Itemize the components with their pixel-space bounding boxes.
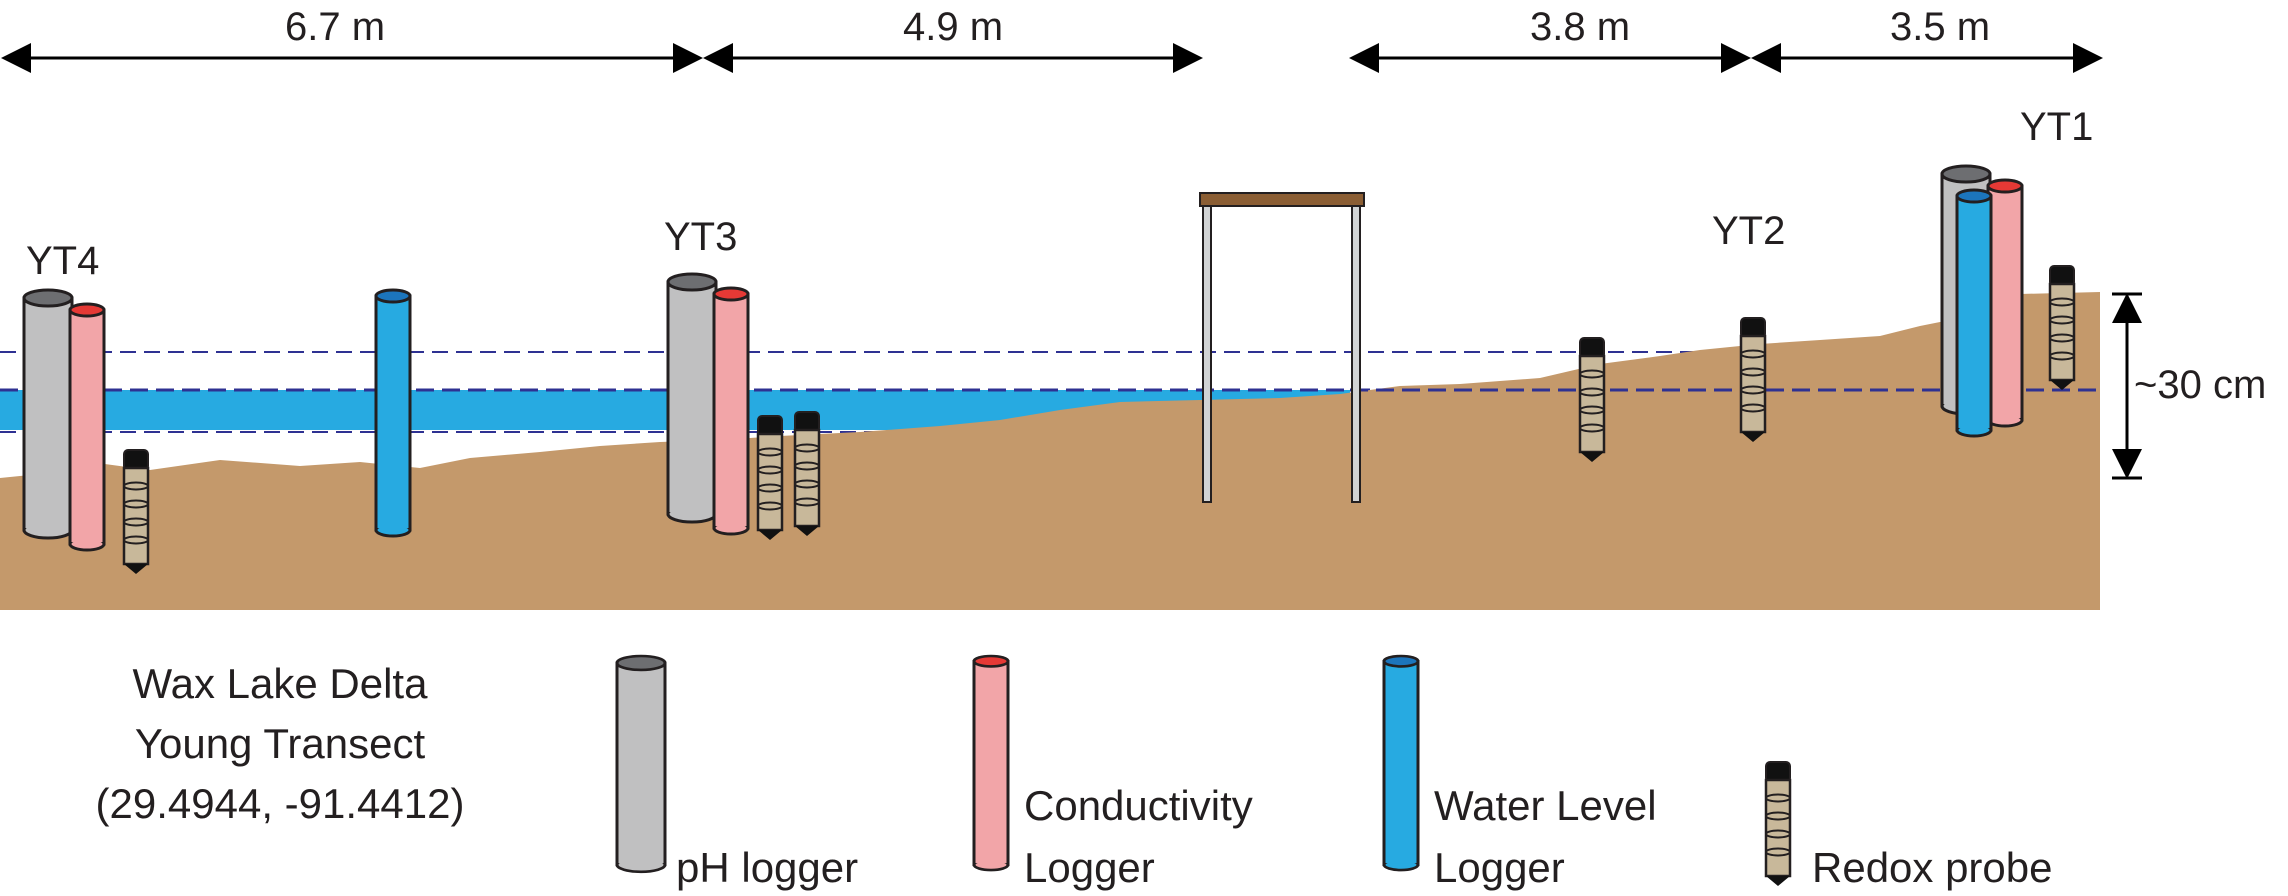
- site-label-yt2: YT2: [1712, 209, 1785, 253]
- dimension-label-3: 3.8 m: [1530, 5, 1630, 49]
- legend-conductivity-label-2: Logger: [1024, 844, 1155, 891]
- yt3-redox-probe-1: [756, 414, 784, 542]
- yt3-redox-probe-2: [793, 410, 821, 538]
- legend-redox-label: Redox probe: [1812, 844, 2053, 891]
- yt1-conductivity-logger: [1986, 178, 2024, 428]
- yt3-conductivity-logger: [712, 286, 750, 536]
- site-label-yt1: YT1: [2020, 105, 2093, 149]
- title-line-1: Wax Lake Delta: [133, 660, 429, 707]
- legend-ph-logger-icon: [615, 654, 667, 874]
- legend-water-level-label-1: Water Level: [1434, 782, 1657, 829]
- depth-scale: [2112, 292, 2142, 480]
- yt4-redox-probe: [122, 448, 150, 576]
- legend-ph-label: pH logger: [676, 844, 858, 891]
- title-line-3: (29.4944, -91.4412): [96, 780, 465, 827]
- soil-layer: [0, 292, 2100, 610]
- legend-water-level-icon: [1382, 654, 1420, 872]
- dimension-label-2: 4.9 m: [903, 5, 1003, 49]
- frame-structure: [1199, 192, 1365, 503]
- yt1-redox-probe: [2048, 264, 2076, 392]
- yt3-ph-logger: [666, 272, 718, 524]
- yt1-water-level-logger: [1955, 188, 1993, 438]
- legend-redox-probe-icon: [1764, 760, 1792, 888]
- yt4-ph-logger: [22, 288, 74, 540]
- yt2-redox-probe-1: [1578, 336, 1606, 464]
- legend: pH logger Conductivity Logger Water Leve…: [615, 654, 2053, 891]
- yt4-water-level-logger: [374, 288, 412, 538]
- legend-water-level-label-2: Logger: [1434, 844, 1565, 891]
- yt4-conductivity-logger: [68, 302, 106, 552]
- legend-conductivity-label-1: Conductivity: [1024, 782, 1253, 829]
- title-line-2: Young Transect: [135, 720, 426, 767]
- site-label-yt3: YT3: [664, 215, 737, 259]
- yt2-redox-probe-2: [1739, 316, 1767, 444]
- dimension-label-1: 6.7 m: [285, 5, 385, 49]
- depth-label: ~30 cm: [2134, 363, 2266, 407]
- legend-conductivity-icon: [972, 654, 1010, 872]
- site-label-yt4: YT4: [26, 239, 99, 283]
- dimension-label-4: 3.5 m: [1890, 5, 1990, 49]
